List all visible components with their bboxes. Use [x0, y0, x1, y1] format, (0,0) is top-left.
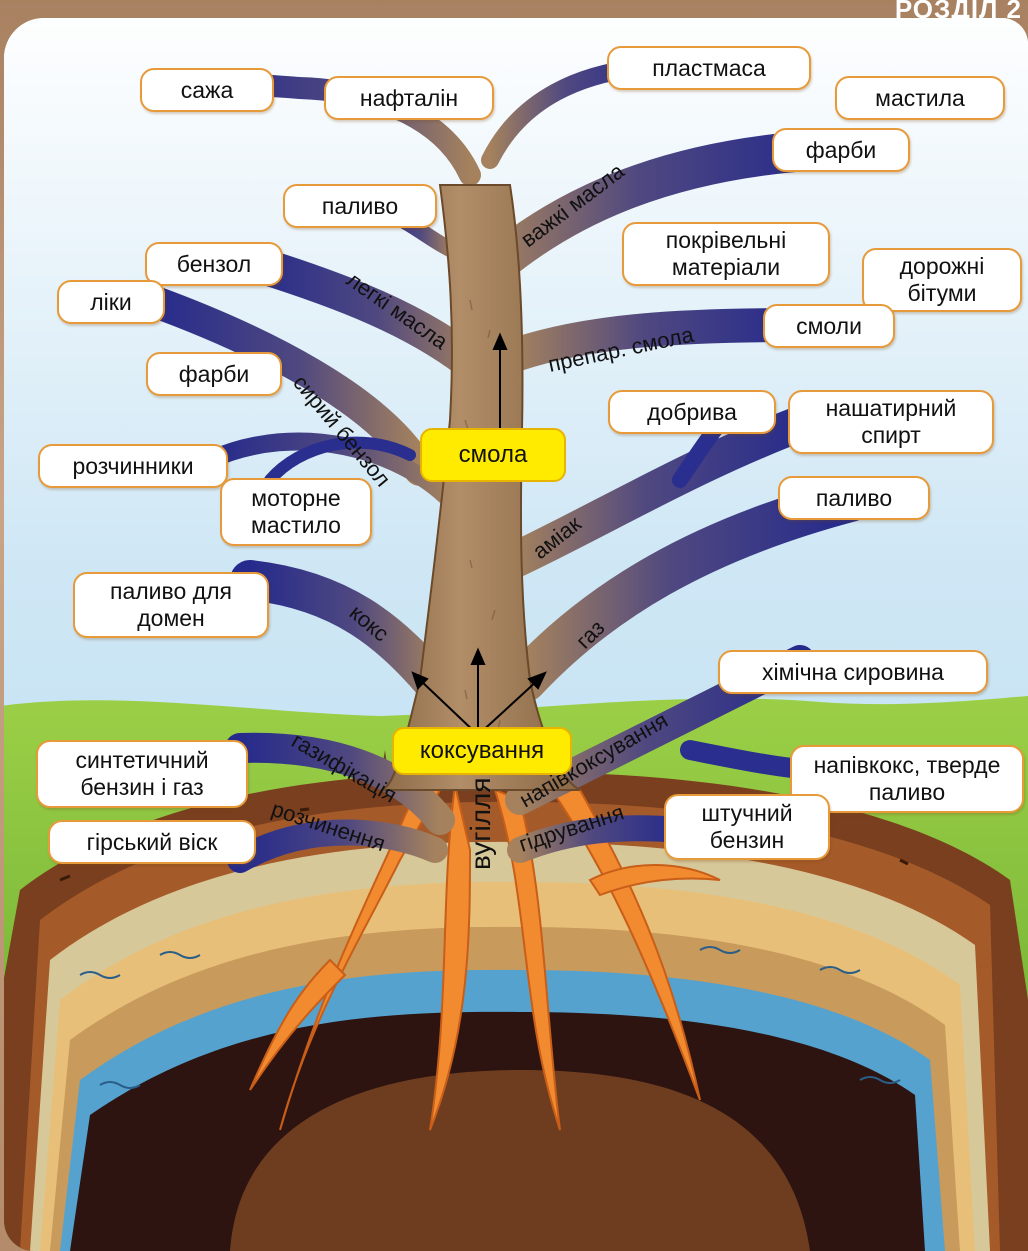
product-blast-furnace-fuel: паливо для домен	[73, 572, 269, 638]
product-plastic: пластмаса	[607, 46, 811, 90]
product-medicines: ліки	[57, 280, 165, 324]
product-solvents: розчинники	[38, 444, 228, 488]
diagram-scene: важкі масла легкі масла препар. смола си…	[4, 18, 1028, 1251]
product-motor-oil: моторне мастило	[220, 478, 372, 546]
product-ammonia-water: нашатирний спирт	[788, 390, 994, 454]
trunk	[379, 184, 581, 791]
product-resins: смоли	[763, 304, 895, 348]
coal-tree-diagram: важкі масла легкі масла препар. смола си…	[4, 18, 1028, 1251]
product-fertilizers: добрива	[608, 390, 776, 434]
diagram-drawing: важкі масла легкі масла препар. смола си…	[4, 18, 1028, 1251]
product-semicoke: напівкокс, тверде паливо	[790, 745, 1024, 813]
product-naphthalene: нафталін	[324, 76, 494, 120]
product-road-bitumen: дорожні бітуми	[862, 248, 1022, 312]
coking-box: коксування	[392, 727, 572, 775]
label-coal-trunk: вугілля	[465, 777, 496, 870]
product-mountain-wax: гірський віск	[48, 820, 256, 864]
product-fuel-top: паливо	[283, 184, 437, 228]
product-paints-left: фарби	[146, 352, 282, 396]
product-fuel-right: паливо	[778, 476, 930, 520]
product-benzene: бензол	[145, 242, 283, 286]
product-roofing: покрівельні матеріали	[622, 222, 830, 286]
product-lubricants: мастила	[835, 76, 1005, 120]
soil-layers	[4, 771, 1028, 1251]
tar-box: смола	[420, 428, 566, 482]
product-paints-top: фарби	[772, 128, 910, 172]
product-artificial-petrol: штучний бензин	[664, 794, 830, 860]
product-chemical-feedstock: хімічна сировина	[718, 650, 988, 694]
arrows	[411, 332, 547, 736]
product-synthetic-petrol: синтетичний бензин і газ	[36, 740, 248, 808]
product-soot: сажа	[140, 68, 274, 112]
